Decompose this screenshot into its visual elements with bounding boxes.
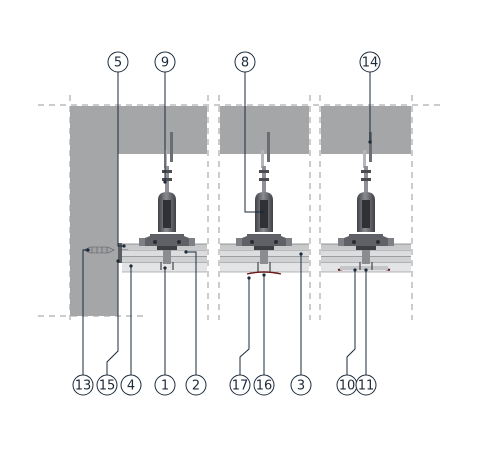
- callout-16-label: 16: [256, 379, 273, 394]
- callout-15-label: 15: [99, 379, 116, 394]
- leader-5: [117, 72, 124, 247]
- slab-panel-2: [220, 106, 309, 154]
- wall-anchor: [83, 246, 115, 254]
- callout-17-label: 17: [232, 379, 249, 394]
- slab-panel-3: [321, 106, 411, 154]
- leader-15: [106, 261, 119, 375]
- callout-5: 5: [107, 51, 129, 73]
- leader-13: [82, 249, 88, 375]
- callout-8: 8: [234, 51, 256, 73]
- callout-3: 3: [290, 374, 312, 396]
- hanger-assemblies: [139, 132, 394, 272]
- callout-14: 14: [359, 51, 381, 73]
- leader-17: [239, 278, 250, 375]
- callout-17: 17: [229, 374, 251, 396]
- callout-8-label: 8: [241, 56, 249, 71]
- callout-15: 15: [96, 374, 118, 396]
- callout-16: 16: [253, 374, 275, 396]
- callout-9-label: 9: [161, 56, 169, 71]
- callout-5-label: 5: [114, 56, 122, 71]
- leader-2: [186, 251, 197, 375]
- callout-13: 13: [72, 374, 94, 396]
- leader-10: [346, 270, 356, 375]
- hanger-2: [236, 132, 292, 272]
- callout-11-label: 11: [358, 379, 375, 394]
- callout-13-label: 13: [75, 379, 92, 394]
- leader-lines: [82, 72, 371, 375]
- callout-10: 10: [336, 374, 358, 396]
- hanger-1: [139, 132, 195, 270]
- callout-1-label: 1: [161, 379, 169, 394]
- concrete-structure: [70, 106, 411, 316]
- callout-2-label: 2: [192, 379, 200, 394]
- joint-tapes: [246, 266, 391, 275]
- callout-4-label: 4: [127, 379, 135, 394]
- wall-and-slab: [70, 106, 207, 316]
- callout-9: 9: [154, 51, 176, 73]
- callout-1: 1: [154, 374, 176, 396]
- callout-3-label: 3: [297, 379, 305, 394]
- callouts: 5 9 8 14 13 15 4 1: [72, 51, 381, 396]
- callout-2: 2: [185, 374, 207, 396]
- joint-tape-panel-2: [246, 271, 282, 275]
- callout-11: 11: [355, 374, 377, 396]
- hanger-3: [338, 132, 394, 270]
- callout-4: 4: [120, 374, 142, 396]
- callout-14-label: 14: [362, 56, 379, 71]
- callout-10-label: 10: [339, 379, 356, 394]
- leader-8: [244, 72, 262, 213]
- leader-dots: [86, 140, 372, 280]
